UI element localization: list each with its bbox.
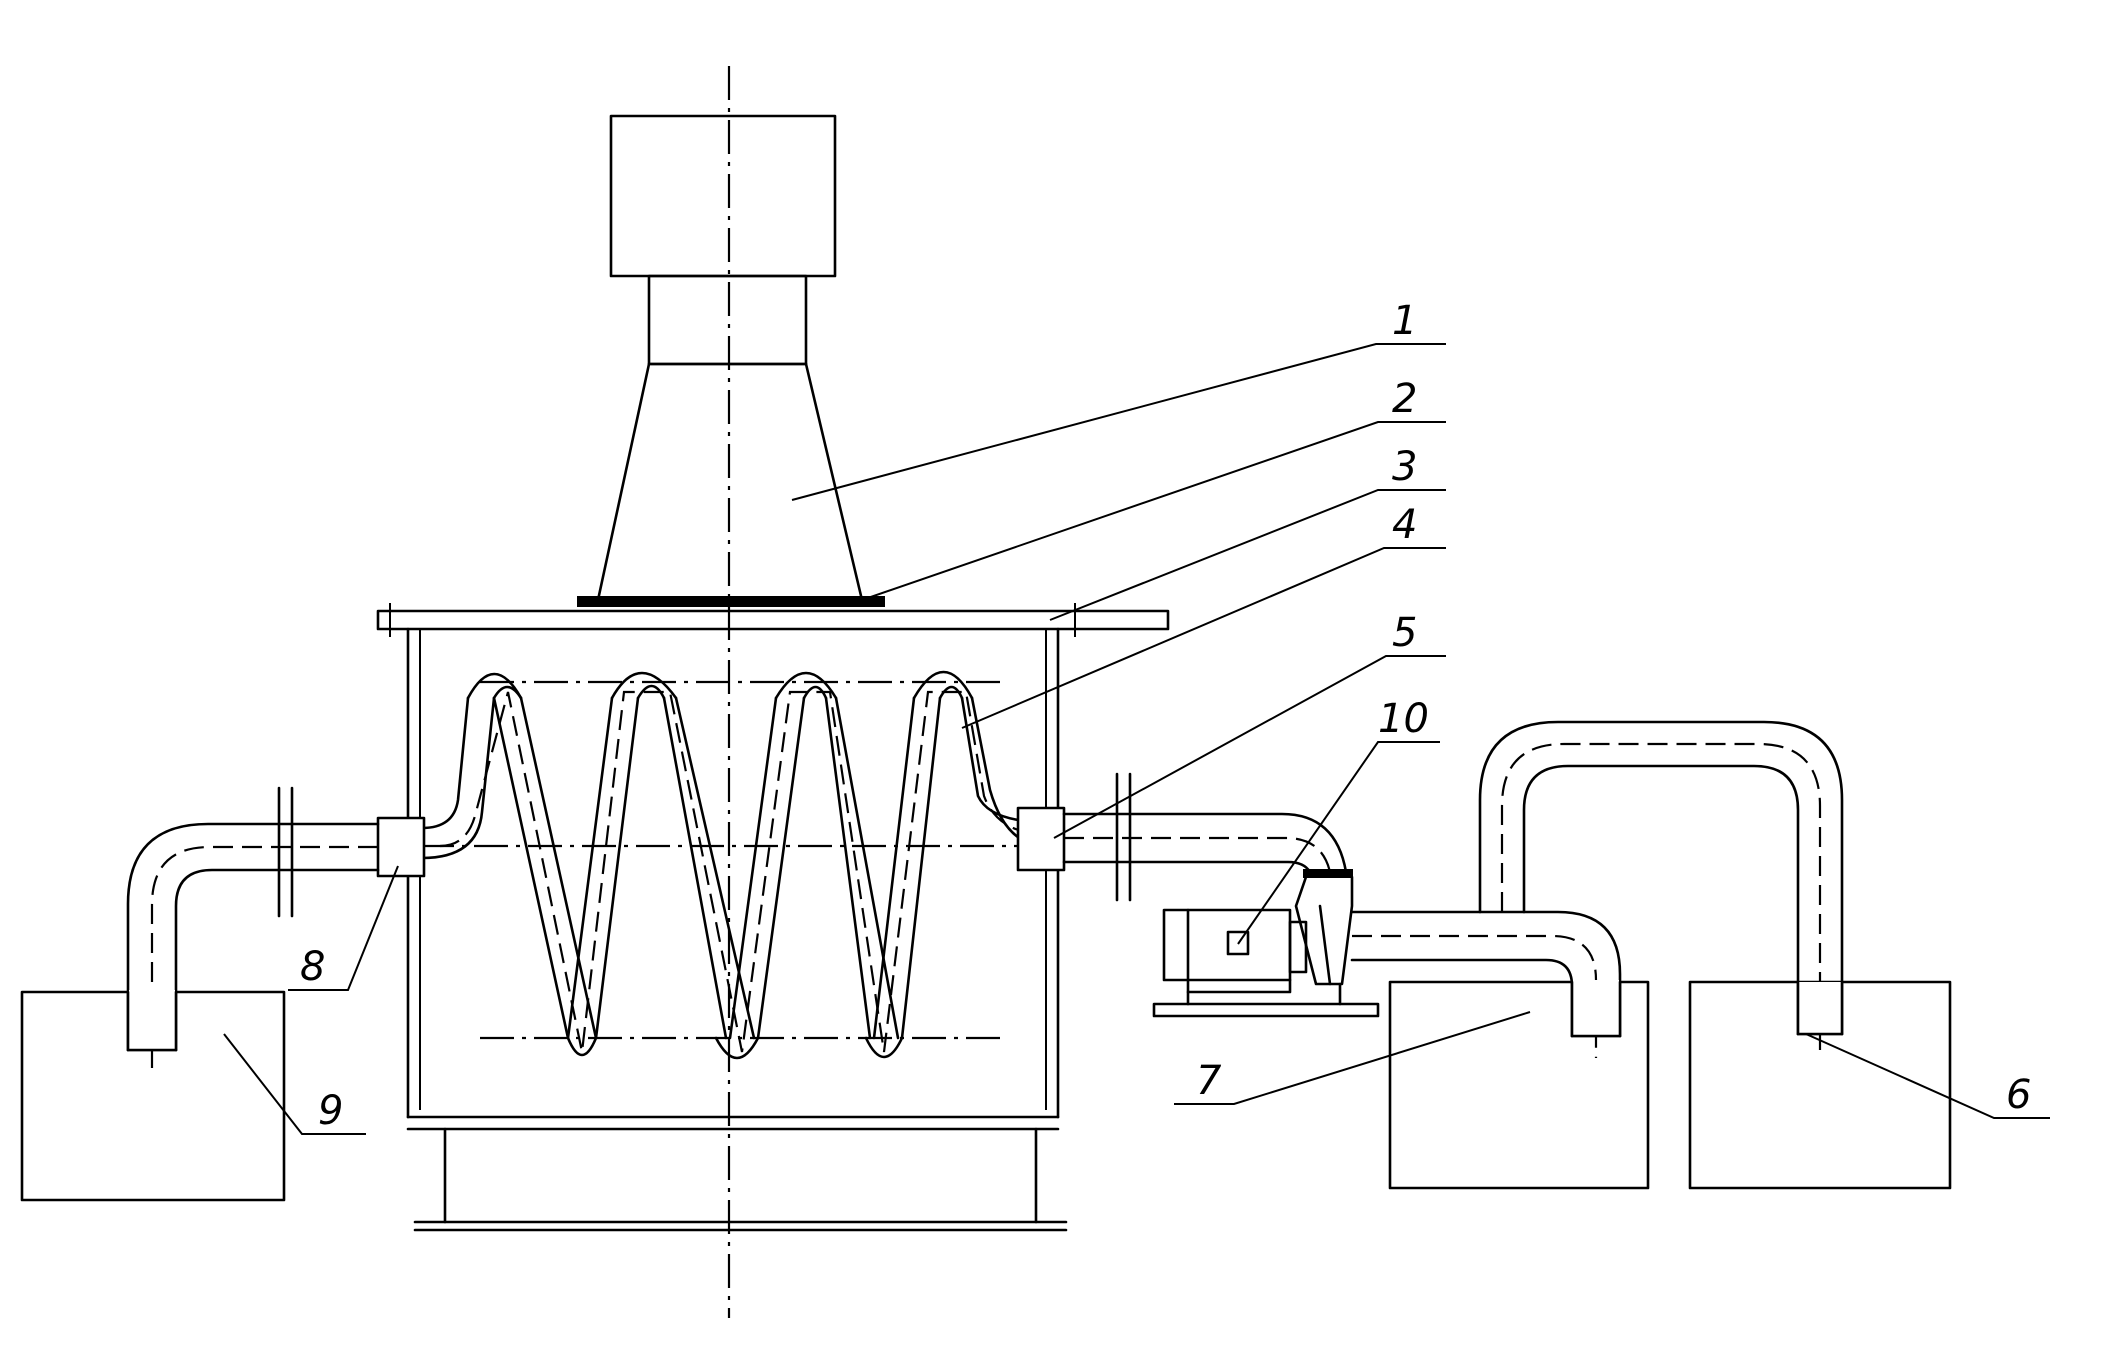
callout-3: 3 xyxy=(1392,444,1417,490)
callout-2: 2 xyxy=(1392,376,1417,422)
callout-9: 9 xyxy=(318,1088,343,1134)
tank-7 xyxy=(1388,980,1650,1190)
exhaust-hood-assembly xyxy=(596,114,864,602)
right-pipe-break xyxy=(1115,772,1132,902)
tank-bottom xyxy=(406,1115,1060,1131)
inlet-fitting xyxy=(376,816,426,878)
leader-2 xyxy=(861,421,1446,601)
fan-housing xyxy=(609,114,837,278)
pump-base-plate xyxy=(1152,1002,1380,1018)
base-frame xyxy=(413,1220,1068,1232)
support-legs xyxy=(443,1127,1038,1224)
motor-terminal-box xyxy=(1226,930,1250,956)
leader-1 xyxy=(791,343,1446,501)
stack-neck xyxy=(647,274,808,366)
return-loop-piping xyxy=(1478,720,1844,1058)
leader-5 xyxy=(1053,655,1446,839)
left-pipe-break xyxy=(277,786,294,918)
outlet-fitting xyxy=(1016,806,1066,872)
leader-4 xyxy=(961,547,1446,729)
leader-9 xyxy=(223,1033,366,1135)
leader-6 xyxy=(1805,1033,2050,1119)
leader-3 xyxy=(1049,489,1446,621)
callout-5: 5 xyxy=(1392,610,1417,656)
tank-walls xyxy=(406,627,1060,1119)
tank-body xyxy=(376,603,1170,1232)
hood-flange xyxy=(577,596,885,607)
callout-4: 4 xyxy=(1392,502,1417,548)
callout-8: 8 xyxy=(300,944,325,990)
leader-10 xyxy=(1237,741,1440,945)
conical-hood xyxy=(596,362,864,602)
pump-motor-unit xyxy=(1152,869,1380,1018)
callout-7: 7 xyxy=(1196,1058,1222,1104)
callout-labels: 1 2 3 4 5 6 7 8 9 10 xyxy=(300,298,2031,1134)
callout-6: 6 xyxy=(2006,1072,2031,1118)
leader-7 xyxy=(1174,1011,1531,1105)
helical-coil xyxy=(420,670,1048,1060)
callout-10: 10 xyxy=(1378,696,1429,742)
leader-lines xyxy=(223,343,2050,1135)
callout-1: 1 xyxy=(1392,298,1417,344)
leader-8 xyxy=(288,865,399,991)
tank-top-rim xyxy=(376,609,1170,631)
